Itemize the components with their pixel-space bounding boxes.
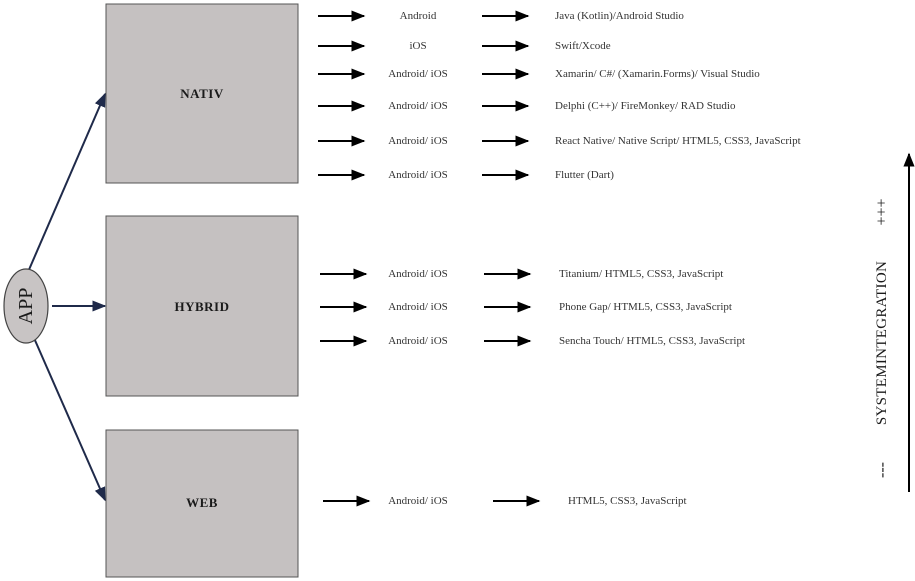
web-box — [105, 429, 299, 578]
app-label: APP — [15, 288, 37, 325]
hybrid-row-platform: Android/ iOS — [388, 301, 448, 313]
nativ-row-platform: Android/ iOS — [388, 135, 448, 147]
hybrid-box — [105, 215, 299, 397]
nativ-row-technology: Flutter (Dart) — [555, 169, 614, 181]
nativ-row-platform: Android/ iOS — [388, 100, 448, 112]
nativ-row-platform: iOS — [409, 40, 426, 52]
app-node — [3, 268, 49, 344]
hybrid-row-technology: Phone Gap/ HTML5, CSS3, JavaScript — [559, 301, 732, 313]
axis-low-marker: --- — [874, 462, 891, 478]
nativ-title: NATIV — [180, 86, 224, 101]
hybrid-title: HYBRID — [174, 299, 229, 314]
web-row-technology: HTML5, CSS3, JavaScript — [568, 495, 687, 507]
hybrid-row-platform: Android/ iOS — [388, 335, 448, 347]
nativ-row-technology: Java (Kotlin)/Android Studio — [555, 10, 684, 22]
app-to-web-connector — [33, 337, 106, 502]
axis-high-marker: +++ — [874, 198, 891, 225]
app-to-nativ-connector — [27, 92, 106, 273]
nativ-row-technology: React Native/ Native Script/ HTML5, CSS3… — [555, 135, 801, 147]
web-title: WEB — [186, 495, 218, 510]
rows-group: Android Java (Kotlin)/Android Studio iOS Sw… — [318, 10, 801, 507]
hybrid-row-platform: Android/ iOS — [388, 268, 448, 280]
nativ-row-platform: Android/ iOS — [388, 68, 448, 80]
hybrid-row-technology: Titanium/ HTML5, CSS3, JavaScript — [559, 268, 723, 280]
nativ-box — [105, 3, 299, 184]
nativ-row-technology: Swift/Xcode — [555, 40, 611, 52]
axis-label: SYSTEMINTEGRATION — [874, 261, 890, 425]
hybrid-row-technology: Sencha Touch/ HTML5, CSS3, JavaScript — [559, 335, 745, 347]
nativ-row-technology: Delphi (C++)/ FireMonkey/ RAD Studio — [555, 100, 736, 112]
web-row-platform: Android/ iOS — [388, 495, 448, 507]
nativ-row-platform: Android/ iOS — [388, 169, 448, 181]
nativ-row-platform: Android — [400, 10, 437, 22]
nativ-row-technology: Xamarin/ C#/ (Xamarin.Forms)/ Visual Stu… — [555, 68, 760, 80]
